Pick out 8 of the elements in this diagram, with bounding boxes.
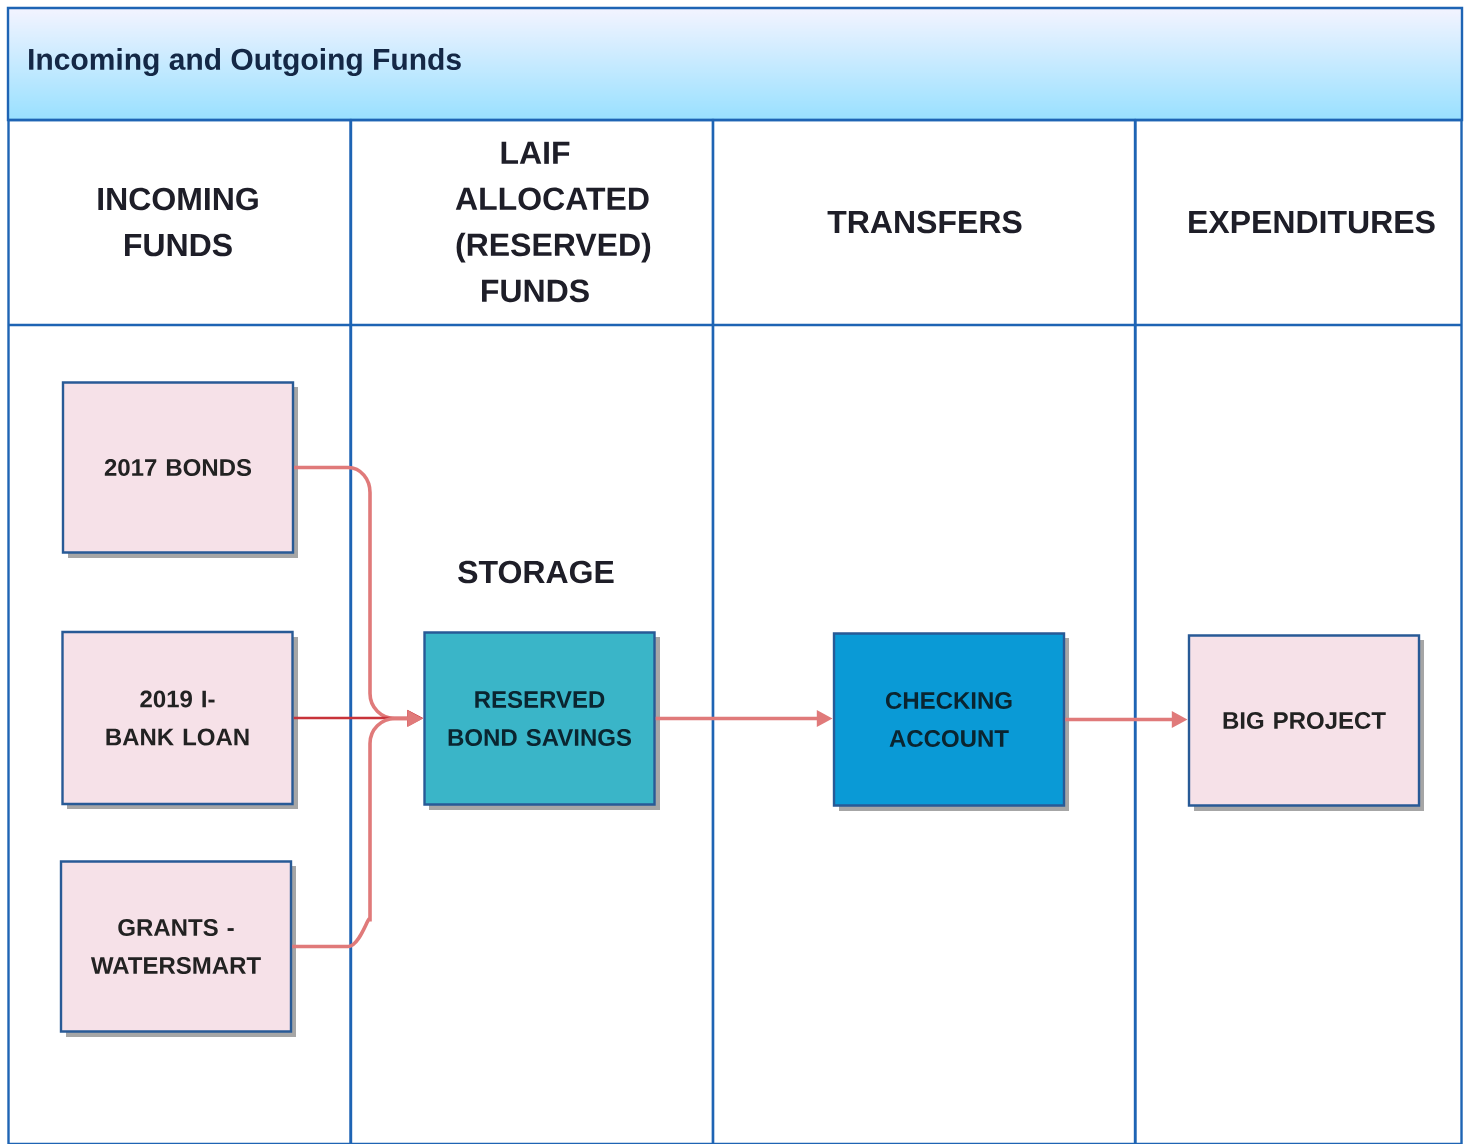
title: Incoming and Outgoing Funds — [29, 47, 461, 77]
section-label: STORAGE — [458, 560, 614, 584]
process-box: 2017 BONDS — [61, 381, 298, 558]
process-box: CHECKING ACCOUNT — [832, 632, 1069, 811]
process-box: RESERVED BOND SAVINGS — [423, 631, 660, 810]
process-box: GRANTS - WATERSMART — [59, 860, 296, 1037]
process-box: 2019 I-BANK LOAN — [61, 630, 298, 809]
process-box: BIG PROJECT — [1187, 634, 1424, 811]
